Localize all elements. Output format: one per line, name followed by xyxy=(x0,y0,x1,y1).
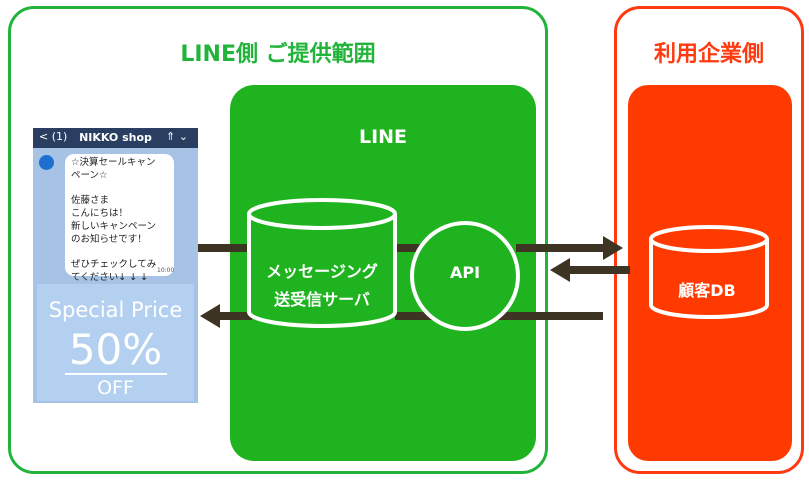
chat-header-bar: NIKKO shop < (1) ⇑ ⌄ xyxy=(33,128,198,148)
promo-off: OFF xyxy=(97,377,134,399)
api-circle xyxy=(410,221,520,331)
message-bubble xyxy=(65,154,174,276)
menu-icon[interactable]: ⇑ ⌄ xyxy=(166,130,188,143)
connector-bar xyxy=(198,244,250,252)
line-platform-label: LINE xyxy=(358,126,408,148)
arrow-right-icon xyxy=(603,236,623,260)
back-icon[interactable]: < (1) xyxy=(39,130,68,143)
promo-percent: 50% xyxy=(68,325,163,374)
messaging-server-cylinder xyxy=(247,198,397,328)
avatar xyxy=(39,155,54,170)
promo-special-price: Special Price xyxy=(48,298,183,322)
customer-db-label: 顧客DB xyxy=(678,281,736,300)
messaging-server-label: メッセージング 送受信サーバ xyxy=(266,262,378,309)
line-side-title: LINE側 ご提供範囲 xyxy=(180,42,376,67)
message-time: 10:00 xyxy=(157,267,175,274)
api-label: API xyxy=(449,263,481,282)
connector-bar xyxy=(570,266,630,274)
promo-image xyxy=(37,284,194,401)
line-chat-phone: NIKKO shop < (1) ⇑ ⌄ ☆決算セールキャン ペーン☆ 佐藤さま… xyxy=(33,128,198,403)
message-text: ☆決算セールキャン ペーン☆ 佐藤さま こんにちは！ 新しいキャンペーン のお知… xyxy=(71,157,157,284)
line-side-frame xyxy=(8,6,548,474)
arrow-left-icon xyxy=(550,258,570,282)
connector-bar xyxy=(516,244,604,252)
connector-bar xyxy=(220,312,252,320)
connector-bar xyxy=(395,244,423,252)
customer-db-cylinder xyxy=(649,225,769,319)
arrow-left-icon xyxy=(200,304,220,328)
corp-side-title: 利用企業側 xyxy=(653,42,764,67)
chat-title: NIKKO shop xyxy=(79,131,152,144)
promo-divider xyxy=(65,373,167,375)
